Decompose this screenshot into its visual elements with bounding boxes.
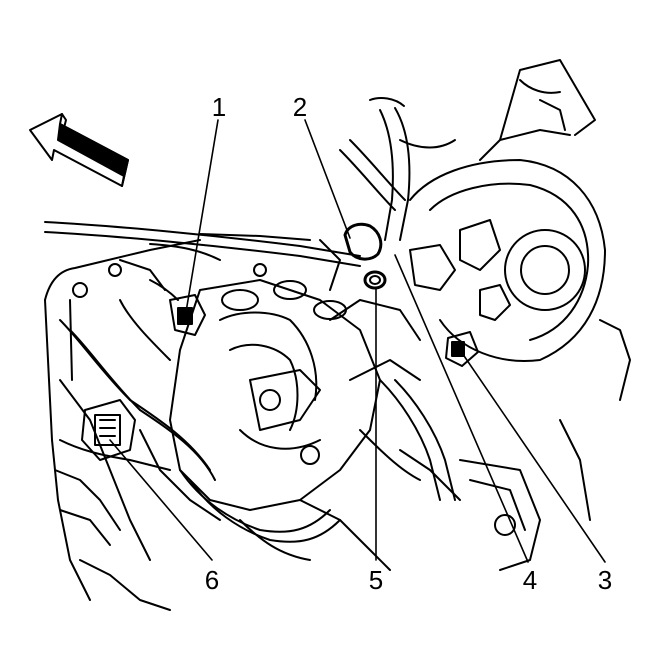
callout-2: 2 [292, 92, 308, 122]
leader-1 [184, 119, 219, 319]
lower-right-bracket [459, 419, 591, 571]
intake-manifold [169, 279, 381, 511]
engine-detail [72, 239, 461, 571]
leader-6 [109, 439, 213, 561]
wiring-harness [59, 299, 341, 561]
connector-6 [81, 399, 136, 461]
sensor-1 [149, 279, 206, 336]
callout-6: 6 [204, 565, 220, 595]
leader-3 [459, 349, 606, 563]
callout-3: 3 [597, 565, 613, 595]
leader-lines [109, 119, 606, 563]
accessory-drive [409, 59, 631, 401]
leader-4 [394, 254, 529, 563]
leader-2 [304, 119, 351, 239]
callout-4: 4 [522, 565, 538, 595]
engine-block-outline [44, 239, 221, 611]
right-harness [339, 97, 456, 501]
fitting-5 [363, 270, 387, 290]
o-ring-2 [343, 222, 383, 261]
callout-1: 1 [211, 92, 227, 122]
fuel-rail-lines [44, 221, 361, 267]
front-direction-arrow-icon [29, 113, 129, 187]
callout-5: 5 [368, 565, 384, 595]
